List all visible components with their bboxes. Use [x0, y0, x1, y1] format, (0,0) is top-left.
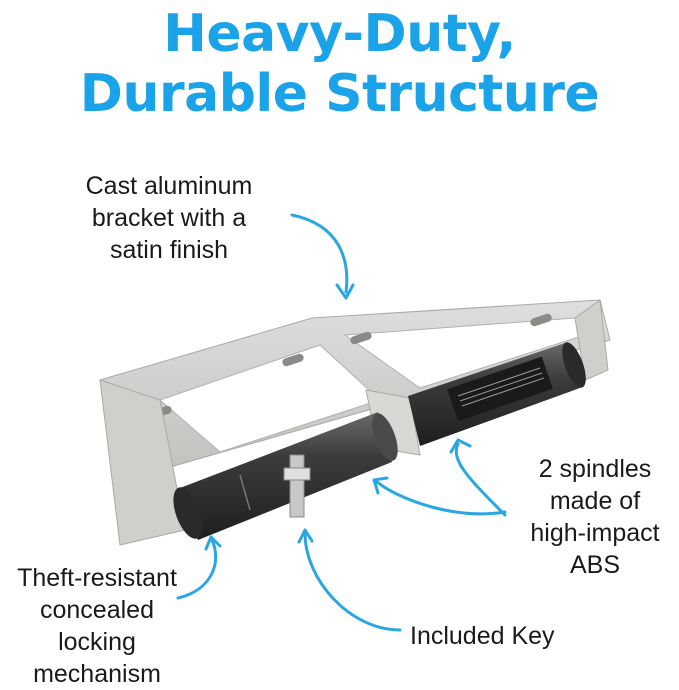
callout-bracket: Cast aluminum bracket with a satin finis…	[85, 172, 253, 264]
callout-key: Included Key	[410, 622, 555, 650]
headline-line-1: Heavy-Duty,	[163, 4, 516, 64]
spindle-right	[408, 342, 586, 446]
arrow-key	[303, 531, 402, 632]
callout-spindles: 2 spindles made of high-impact ABS	[530, 455, 660, 579]
key-icon	[283, 454, 311, 518]
arrow-lock	[176, 538, 218, 600]
callout-locking-mechanism: Theft-resistant concealed locking mechan…	[17, 564, 177, 688]
callout-arrows	[176, 213, 507, 632]
arrow-spindles-1	[454, 442, 507, 517]
arrow-spindles-2	[375, 480, 507, 516]
aluminum-bracket	[99, 299, 611, 546]
arrow-bracket	[290, 213, 349, 294]
headline-line-2: Durable Structure	[79, 64, 600, 124]
